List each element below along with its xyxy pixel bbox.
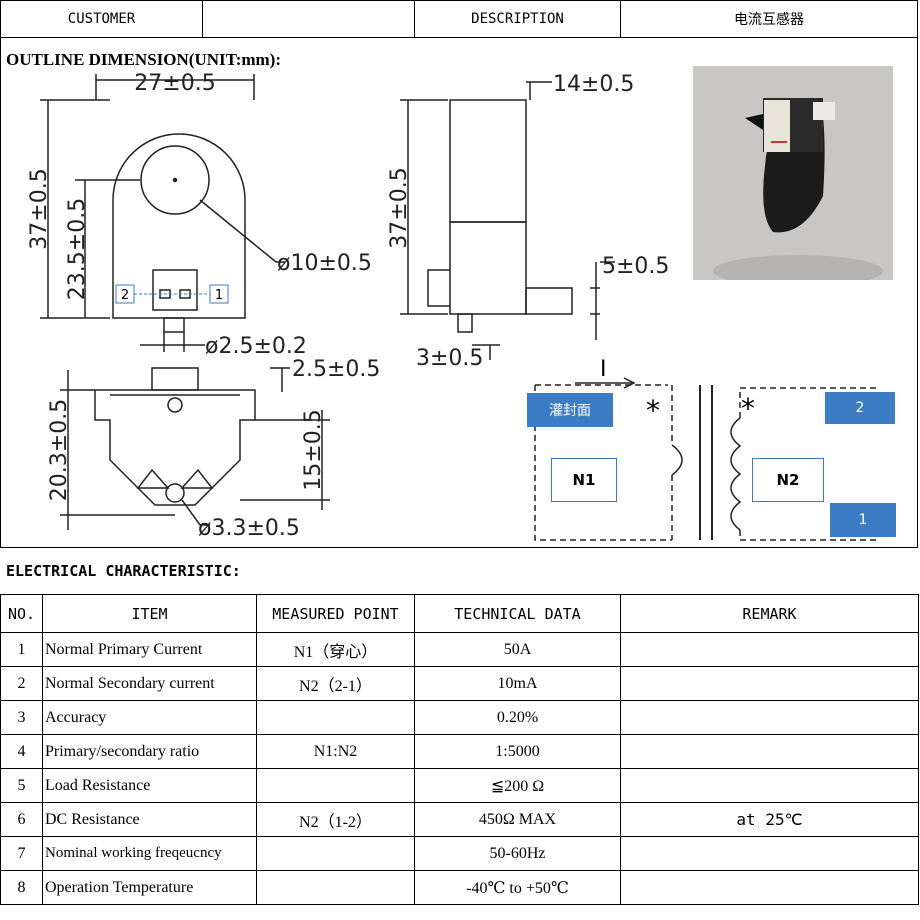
pin-label-2: 2 bbox=[121, 288, 129, 303]
dim-width: 27±0.5 bbox=[134, 71, 215, 96]
dim-bottom-offset: 2.5±0.5 bbox=[292, 357, 380, 382]
primary-winding-label: N1 bbox=[551, 458, 617, 502]
secondary-winding-label: N2 bbox=[752, 458, 824, 502]
header-row: CUSTOMER DESCRIPTION 电流互感器 bbox=[0, 0, 918, 38]
row-no: 4 bbox=[0, 734, 43, 769]
electrical-table: NO. ITEM MEASURED POINT TECHNICAL DATA R… bbox=[0, 594, 919, 905]
electrical-title: ELECTRICAL CHARACTERISTIC: bbox=[6, 562, 241, 580]
row-remark: at 25℃ bbox=[620, 802, 919, 837]
pin bbox=[163, 317, 185, 333]
polarity-dot-secondary: * bbox=[741, 392, 755, 425]
row-no: 2 bbox=[0, 666, 43, 701]
outline-title: OUTLINE DIMENSION(UNIT:mm): bbox=[6, 50, 281, 69]
dim-pin-dia: ø2.5±0.2 bbox=[205, 334, 307, 359]
row-data: 0.20% bbox=[414, 700, 621, 735]
row-no: 1 bbox=[0, 632, 43, 667]
dim-hole-dia: ø10±0.5 bbox=[277, 251, 372, 276]
row-remark bbox=[620, 870, 919, 905]
row-no: 6 bbox=[0, 802, 43, 837]
table-header-row: NO. ITEM MEASURED POINT TECHNICAL DATA R… bbox=[0, 594, 919, 633]
dim-side-height: 37±0.5 bbox=[387, 167, 412, 248]
row-point bbox=[256, 700, 415, 735]
row-remark bbox=[620, 666, 919, 701]
dim-mount-dia: ø3.3±0.5 bbox=[198, 516, 300, 541]
row-item: Nominal working freqeucncy bbox=[42, 836, 257, 871]
col-header: NO. bbox=[0, 594, 43, 633]
outline-section bbox=[0, 38, 918, 548]
dim-pin-len: 3±0.5 bbox=[416, 346, 483, 371]
row-remark bbox=[620, 734, 919, 769]
terminal-2-label: 2 bbox=[825, 392, 895, 424]
row-data: 450Ω MAX bbox=[414, 802, 621, 837]
row-data: ≦200 Ω bbox=[414, 768, 621, 803]
row-data: 50-60Hz bbox=[414, 836, 621, 871]
row-data: 1:5000 bbox=[414, 734, 621, 769]
row-point: N1:N2 bbox=[256, 734, 415, 769]
row-item: Load Resistance bbox=[42, 768, 257, 803]
row-point: N2（1-2） bbox=[256, 802, 415, 837]
product-photo bbox=[693, 66, 893, 280]
row-no: 3 bbox=[0, 700, 43, 735]
polarity-dot-primary: * bbox=[646, 394, 660, 427]
row-remark bbox=[620, 768, 919, 803]
row-remark bbox=[620, 700, 919, 735]
dim-bottom-height: 20.3±0.5 bbox=[47, 399, 72, 501]
row-point: N1（穿心） bbox=[256, 632, 415, 667]
current-label: I bbox=[600, 357, 607, 382]
row-data: 10mA bbox=[414, 666, 621, 701]
description-label: DESCRIPTION bbox=[415, 1, 621, 37]
row-no: 5 bbox=[0, 768, 43, 803]
col-header: ITEM bbox=[42, 594, 257, 633]
row-item: Accuracy bbox=[42, 700, 257, 735]
row-item: Operation Temperature bbox=[42, 870, 257, 905]
pin-label-1: 1 bbox=[215, 288, 223, 303]
row-remark bbox=[620, 836, 919, 871]
row-item: Primary/secondary ratio bbox=[42, 734, 257, 769]
col-header: TECHNICAL DATA bbox=[414, 594, 621, 633]
col-header: MEASURED POINT bbox=[256, 594, 415, 633]
outline-drawing: 2 1 27±0.5 37±0.5 23.5±0.5 ø10±0.5 ø2.5±… bbox=[27, 71, 880, 541]
row-point: N2（2-1） bbox=[256, 666, 415, 701]
row-no: 7 bbox=[0, 836, 43, 871]
row-point bbox=[256, 768, 415, 803]
row-remark bbox=[620, 632, 919, 667]
col-header: REMARK bbox=[620, 594, 919, 633]
customer-value bbox=[203, 1, 415, 37]
bottom-view-body bbox=[94, 389, 256, 506]
side-view-top bbox=[449, 99, 527, 223]
row-item: DC Resistance bbox=[42, 802, 257, 837]
customer-label: CUSTOMER bbox=[1, 1, 203, 37]
row-point bbox=[256, 836, 415, 871]
row-point bbox=[256, 870, 415, 905]
terminal-1-label: 1 bbox=[830, 503, 896, 537]
side-tab bbox=[525, 287, 573, 315]
row-item: Normal Primary Current bbox=[42, 632, 257, 667]
dim-height: 37±0.5 bbox=[27, 168, 52, 249]
potting-face-label: 灌封面 bbox=[527, 393, 613, 427]
description-value: 电流互感器 bbox=[734, 12, 804, 28]
connector bbox=[152, 269, 198, 311]
row-no: 8 bbox=[0, 870, 43, 905]
row-data: -40℃ to +50℃ bbox=[414, 870, 621, 905]
front-view-body bbox=[112, 133, 246, 319]
center-hole bbox=[140, 145, 210, 215]
dim-bottom-inner: 15±0.5 bbox=[301, 409, 326, 490]
row-data: 50A bbox=[414, 632, 621, 667]
row-item: Normal Secondary current bbox=[42, 666, 257, 701]
dim-tab: 5±0.5 bbox=[602, 254, 669, 279]
dim-depth: 14±0.5 bbox=[553, 72, 634, 97]
dim-hole-center: 23.5±0.5 bbox=[65, 198, 90, 300]
